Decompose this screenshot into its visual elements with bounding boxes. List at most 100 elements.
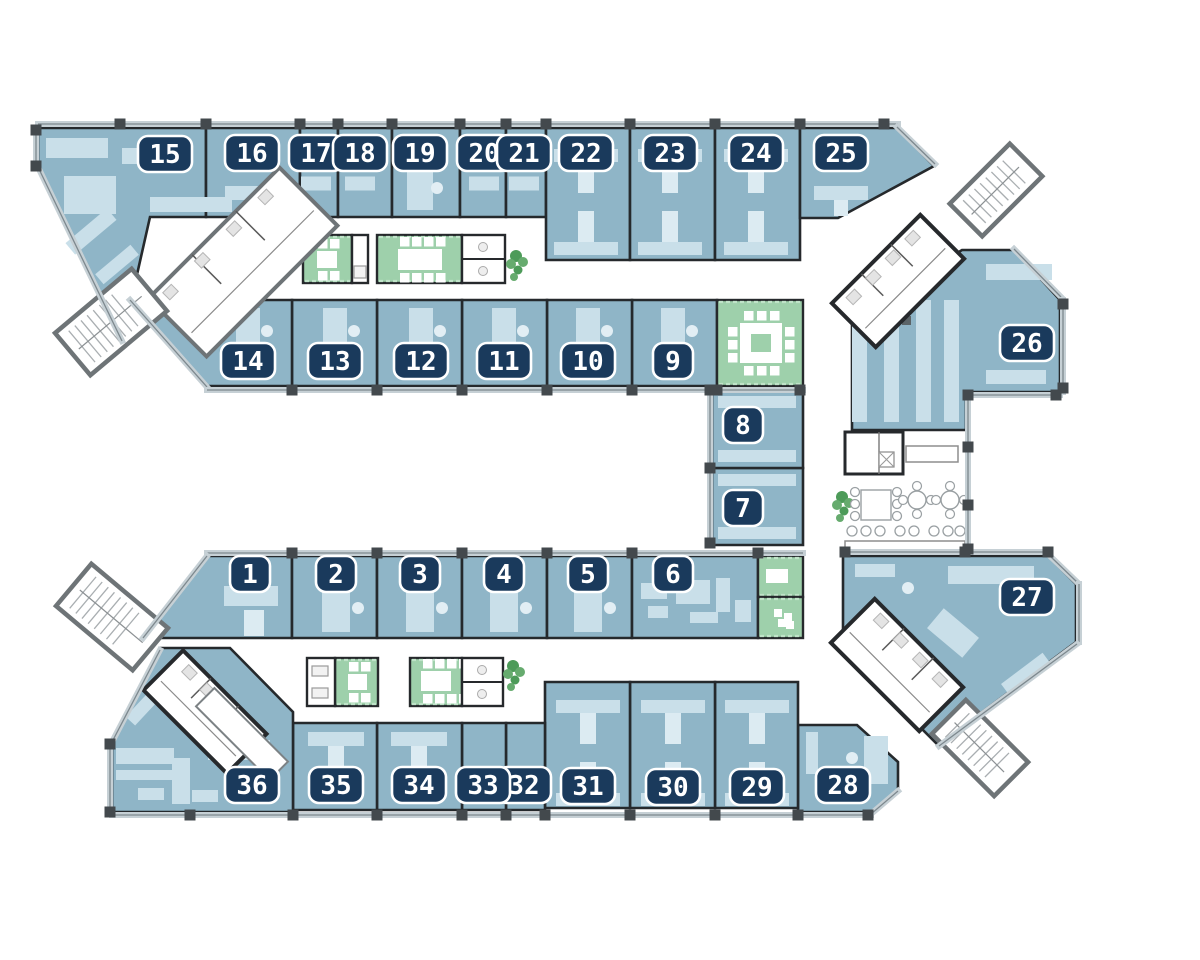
facade-column xyxy=(709,118,721,130)
room-9-badge: 9 xyxy=(651,341,695,381)
facade-column xyxy=(500,118,512,130)
svg-text:29: 29 xyxy=(741,773,772,803)
room-18-furniture xyxy=(345,176,375,191)
facade-column xyxy=(704,384,716,396)
room-6-badge: 6 xyxy=(651,554,695,594)
facade-column xyxy=(704,462,716,474)
room-36-badge: 36 xyxy=(223,765,281,805)
facade-column xyxy=(371,809,383,821)
facade-column xyxy=(626,384,638,396)
facade-column xyxy=(862,809,874,821)
facade-column xyxy=(1057,298,1069,310)
room-8-furniture xyxy=(718,396,796,462)
phone-booth xyxy=(305,656,337,708)
svg-text:10: 10 xyxy=(572,347,603,377)
svg-text:23: 23 xyxy=(654,139,685,169)
stair-tower xyxy=(928,696,1032,800)
facade-column xyxy=(386,118,398,130)
facade-column xyxy=(792,809,804,821)
room-29-badge: 29 xyxy=(728,767,786,807)
svg-text:8: 8 xyxy=(735,411,751,441)
svg-text:13: 13 xyxy=(319,347,350,377)
room-17-furniture xyxy=(301,176,331,191)
room-14-badge: 14 xyxy=(219,341,277,381)
svg-text:22: 22 xyxy=(570,139,601,169)
phone-booth xyxy=(460,233,507,285)
facade-column xyxy=(711,384,723,396)
room-28-badge: 28 xyxy=(814,765,872,805)
facade-column xyxy=(539,809,551,821)
reception-desk xyxy=(194,686,290,782)
svg-text:18: 18 xyxy=(344,139,375,169)
room-31-badge: 31 xyxy=(559,766,617,806)
room-8-badge: 8 xyxy=(721,405,765,445)
facade-column xyxy=(114,118,126,130)
svg-text:34: 34 xyxy=(403,771,434,801)
facade-column xyxy=(286,384,298,396)
facade-column xyxy=(104,806,116,818)
facade-column xyxy=(286,547,298,559)
room-10-badge: 10 xyxy=(559,341,617,381)
room-33-badge: 33 xyxy=(454,765,512,805)
svg-text:1: 1 xyxy=(242,560,258,590)
facade-column xyxy=(30,160,42,172)
room-15-furniture xyxy=(46,138,232,285)
room-35-badge: 35 xyxy=(307,765,365,805)
svg-text:26: 26 xyxy=(1011,329,1042,359)
svg-text:35: 35 xyxy=(320,771,351,801)
windows xyxy=(30,118,1083,821)
room-25-furniture xyxy=(814,186,868,216)
green-rooms xyxy=(301,233,805,708)
room-11-badge: 11 xyxy=(475,341,533,381)
facade-column xyxy=(1050,389,1062,401)
svg-text:2: 2 xyxy=(328,560,344,590)
facade-column xyxy=(30,124,42,136)
room-25-badge: 25 xyxy=(812,133,870,173)
meeting-room-C xyxy=(375,233,464,285)
svg-text:15: 15 xyxy=(149,140,180,170)
svg-text:6: 6 xyxy=(665,560,681,590)
svg-text:20: 20 xyxy=(468,139,499,169)
svg-text:5: 5 xyxy=(580,560,596,590)
svg-text:33: 33 xyxy=(467,771,498,801)
svg-text:36: 36 xyxy=(236,771,267,801)
room-21-furniture xyxy=(509,176,539,191)
svg-text:3: 3 xyxy=(412,560,428,590)
room-6-furniture xyxy=(641,578,751,623)
room-20-furniture xyxy=(469,176,499,191)
room-12-badge: 12 xyxy=(392,341,450,381)
svg-text:14: 14 xyxy=(232,347,263,377)
room-16-badge: 16 xyxy=(223,133,281,173)
room-18-badge: 18 xyxy=(331,133,389,173)
room-27-badge: 27 xyxy=(998,577,1056,617)
facade-column xyxy=(541,384,553,396)
svg-text:4: 4 xyxy=(496,560,512,590)
svg-text:32: 32 xyxy=(508,771,539,801)
facade-column xyxy=(962,441,974,453)
facade-column xyxy=(294,118,306,130)
plant-icon xyxy=(506,250,528,281)
room-23-badge: 23 xyxy=(641,133,699,173)
facade-column xyxy=(624,118,636,130)
stair-tower xyxy=(52,560,172,674)
facade-column xyxy=(794,118,806,130)
room-4-badge: 4 xyxy=(482,554,526,594)
facade-column xyxy=(752,547,764,559)
svg-text:28: 28 xyxy=(827,771,858,801)
facade-column xyxy=(456,384,468,396)
phone-booth xyxy=(350,233,370,285)
svg-text:30: 30 xyxy=(657,773,688,803)
facade-column xyxy=(200,118,212,130)
svg-text:27: 27 xyxy=(1011,583,1042,613)
svg-text:25: 25 xyxy=(825,139,856,169)
svg-text:12: 12 xyxy=(405,347,436,377)
room-15-badge: 15 xyxy=(136,134,194,174)
booths xyxy=(305,233,507,708)
svg-text:21: 21 xyxy=(508,139,539,169)
meeting-room-G xyxy=(408,656,469,708)
room-3-badge: 3 xyxy=(398,554,442,594)
svg-text:24: 24 xyxy=(740,139,771,169)
facade-column xyxy=(878,118,890,130)
facade-column xyxy=(709,809,721,821)
